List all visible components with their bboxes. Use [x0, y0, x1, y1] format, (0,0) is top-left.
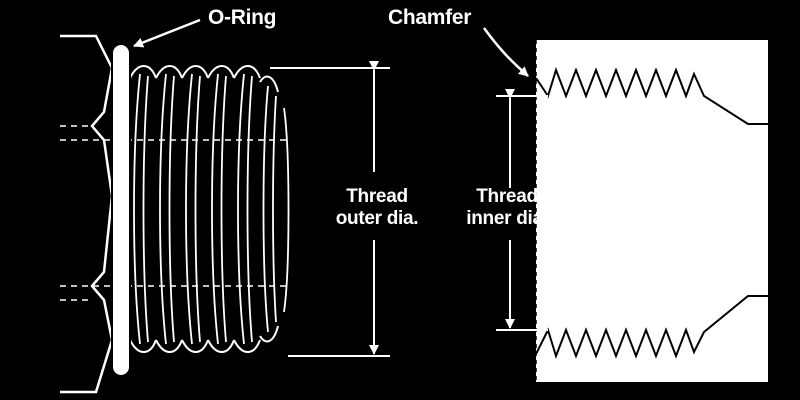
outer-diameter-label-line1: Thread	[346, 186, 408, 207]
inner-diameter-label-line2: inner dia.	[466, 208, 548, 229]
thread-crests	[129, 65, 279, 353]
internal-thread-top	[535, 66, 768, 125]
thread-flanks	[133, 73, 290, 345]
o-ring-label: O-Ring	[208, 6, 277, 29]
outer-diameter-label: Thread outer dia.	[322, 186, 432, 230]
chamfer-label: Chamfer	[388, 6, 472, 29]
hex-center-dashes	[60, 125, 290, 301]
o-ring-arrow	[133, 18, 201, 48]
outer-diameter-label-line2: outer dia.	[335, 208, 419, 229]
port-block	[535, 40, 768, 382]
inner-diameter-label: Thread inner dia.	[452, 186, 562, 230]
o-ring-shape	[111, 43, 131, 377]
chamfer-arrow	[482, 27, 529, 77]
hex-body	[60, 34, 114, 394]
internal-thread-bottom	[535, 295, 768, 360]
outer-diameter-dimension	[270, 61, 390, 357]
inner-diameter-label-line1: Thread	[476, 186, 538, 207]
inner-diameter-dimension	[496, 89, 548, 331]
